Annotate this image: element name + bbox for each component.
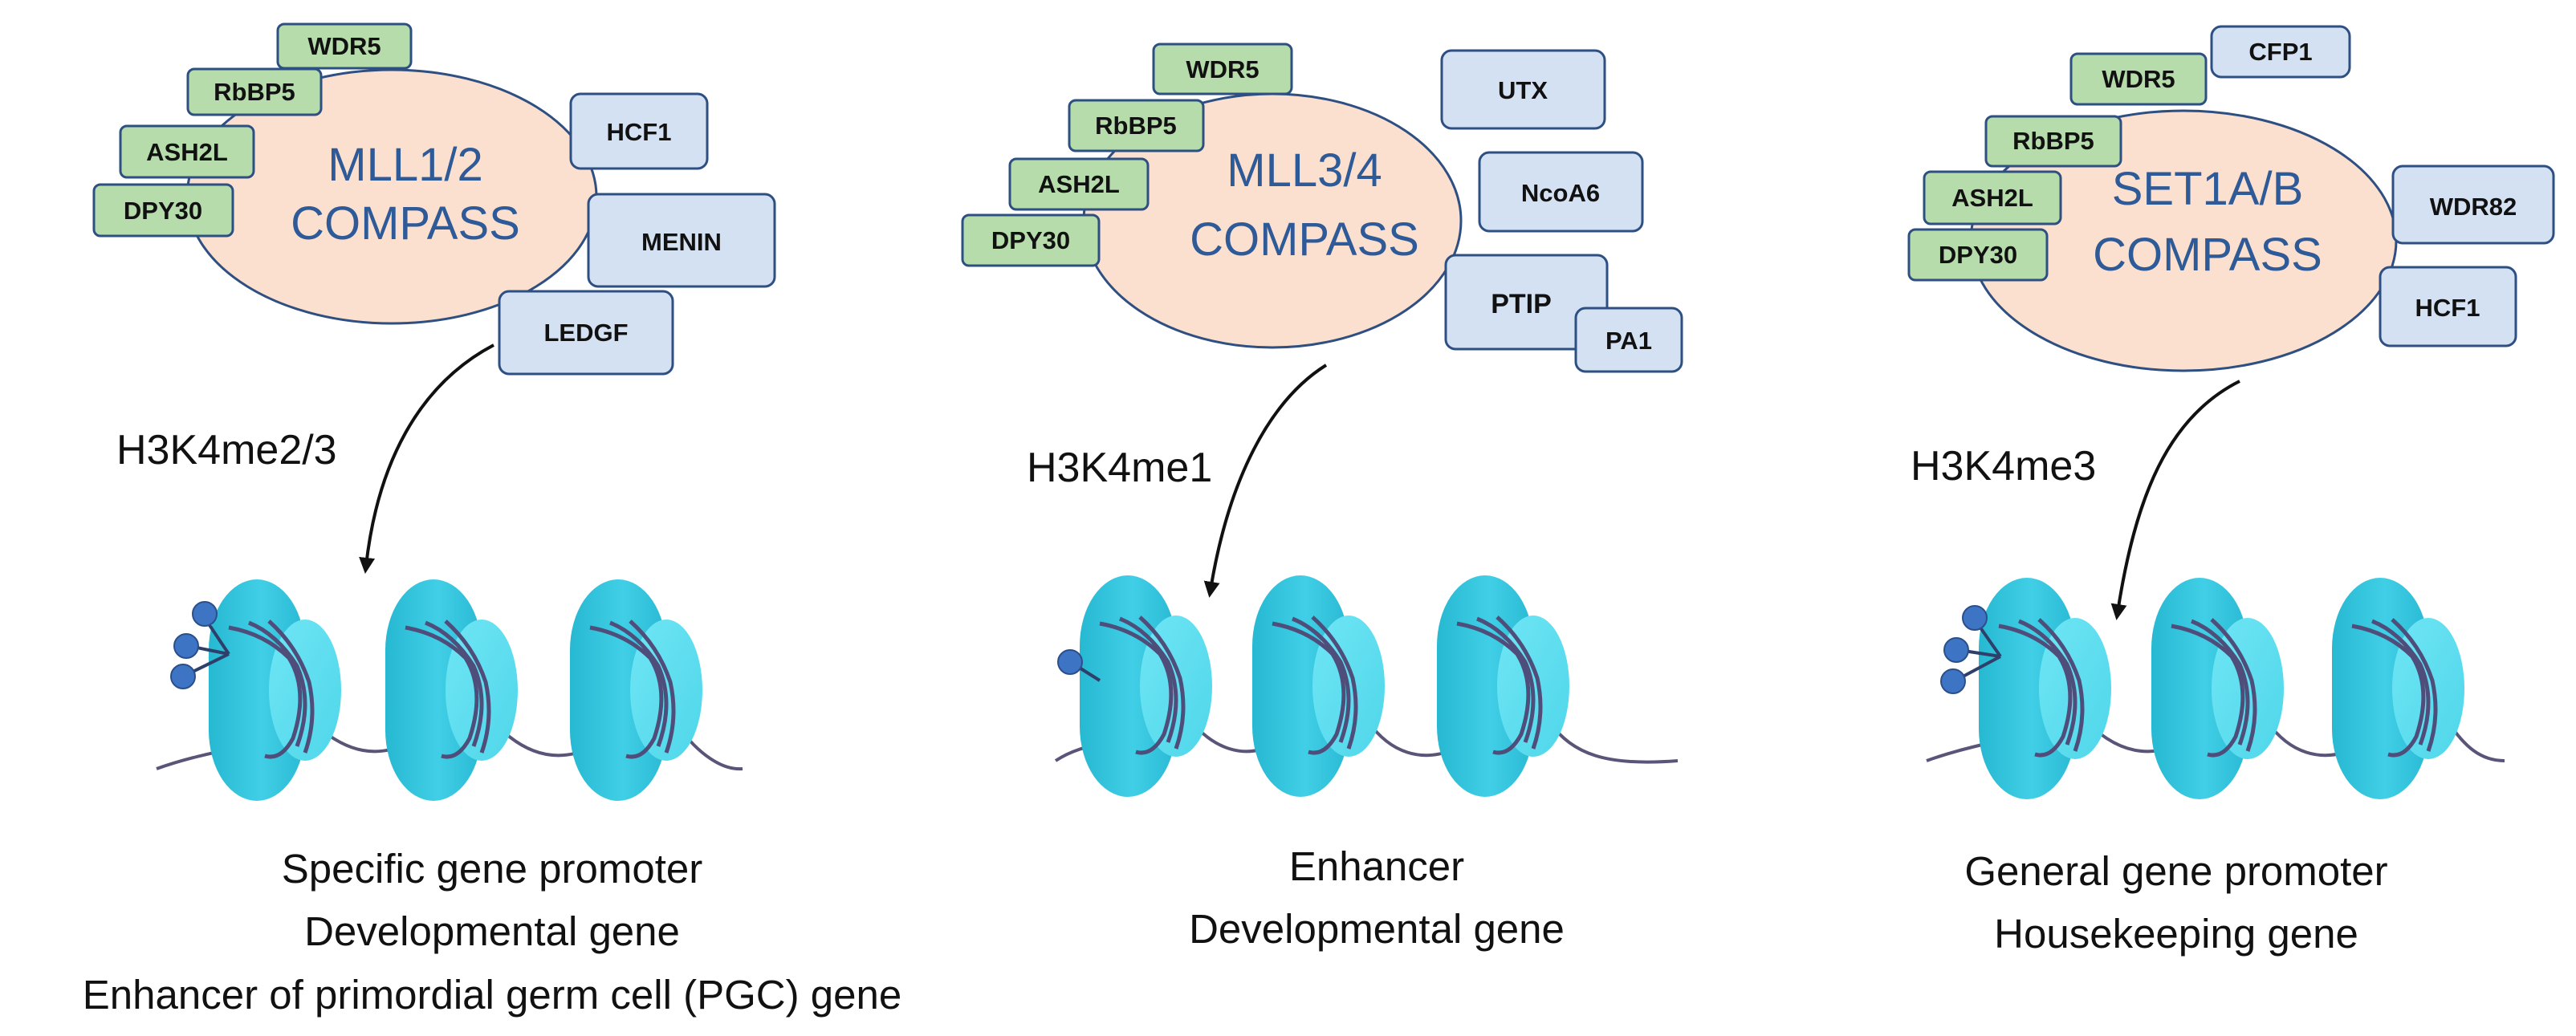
subunit-wdr5: WDR5 bbox=[2069, 52, 2208, 106]
svg-text:ASH2L: ASH2L bbox=[146, 138, 228, 166]
svg-text:DPY30: DPY30 bbox=[1939, 241, 2017, 269]
subunit-ash2l: ASH2L bbox=[1008, 157, 1150, 211]
svg-text:MENIN: MENIN bbox=[641, 228, 722, 256]
description-line: Enhancer bbox=[1289, 843, 1464, 889]
histone-mark-label: H3K4me3 bbox=[1911, 443, 2096, 490]
subunit-utx: UTX bbox=[1440, 49, 1606, 130]
nucleosome bbox=[385, 579, 518, 801]
panel-set1ab: SET1A/B COMPASS WDR5 RbBP5 ASH2L DPY30 C… bbox=[1907, 25, 2555, 957]
subunit-ledgf: LEDGF bbox=[498, 290, 674, 376]
svg-text:RbBP5: RbBP5 bbox=[1095, 112, 1177, 140]
nucleosome bbox=[1080, 575, 1212, 797]
description-line: Developmental gene bbox=[304, 908, 680, 954]
subunit-hcf1: HCF1 bbox=[569, 92, 709, 170]
histone-mark-label: H3K4me2/3 bbox=[116, 427, 337, 473]
complex-name-line2: COMPASS bbox=[2093, 229, 2322, 281]
subunit-pa1: PA1 bbox=[1574, 307, 1683, 373]
subunit-wdr82: WDR82 bbox=[2391, 165, 2555, 245]
svg-text:ASH2L: ASH2L bbox=[1038, 170, 1120, 198]
chromatin bbox=[1926, 578, 2505, 799]
histone-mark-label: H3K4me1 bbox=[1027, 445, 1212, 491]
complex-name-line1: MLL1/2 bbox=[328, 139, 482, 191]
description-line: Specific gene promoter bbox=[282, 846, 702, 892]
methyl-groups bbox=[1940, 605, 2002, 694]
description-line: Enhancer of primordial germ cell (PGC) g… bbox=[83, 972, 901, 1018]
chromatin bbox=[1054, 575, 1679, 797]
svg-text:NcoA6: NcoA6 bbox=[1521, 179, 1600, 207]
svg-text:DPY30: DPY30 bbox=[991, 226, 1070, 254]
subunit-menin: MENIN bbox=[587, 193, 776, 288]
svg-text:DPY30: DPY30 bbox=[124, 197, 202, 225]
complex-name-line2: COMPASS bbox=[291, 197, 520, 250]
svg-text:RbBP5: RbBP5 bbox=[2012, 127, 2094, 155]
panel-mll34: MLL3/4 COMPASS WDR5 RbBP5 ASH2L DPY30 UT… bbox=[961, 43, 1683, 952]
nucleosome bbox=[1437, 575, 1569, 797]
subunit-ncoa6: NcoA6 bbox=[1478, 151, 1644, 233]
methylation-arrow bbox=[359, 343, 494, 574]
nucleosome bbox=[209, 579, 341, 801]
subunit-rbbp5: RbBP5 bbox=[186, 67, 323, 116]
subunit-ptip: PTIP bbox=[1444, 254, 1609, 351]
nucleosome bbox=[2332, 578, 2464, 799]
subunit-dpy30: DPY30 bbox=[92, 183, 234, 238]
description-line: Housekeeping gene bbox=[1994, 911, 2358, 957]
complex-name-line1: MLL3/4 bbox=[1227, 144, 1382, 197]
svg-text:UTX: UTX bbox=[1498, 76, 1548, 104]
svg-text:LEDGF: LEDGF bbox=[543, 319, 628, 347]
nucleosome bbox=[1252, 575, 1385, 797]
subunit-ash2l: ASH2L bbox=[1923, 170, 2062, 225]
svg-text:PA1: PA1 bbox=[1605, 327, 1652, 355]
chromatin bbox=[156, 579, 743, 801]
nucleosome bbox=[1979, 578, 2111, 799]
methylation-arrow bbox=[1203, 364, 1328, 598]
svg-text:CFP1: CFP1 bbox=[2248, 38, 2312, 66]
svg-text:HCF1: HCF1 bbox=[2415, 294, 2480, 322]
subunit-cfp1: CFP1 bbox=[2210, 25, 2351, 79]
svg-text:WDR5: WDR5 bbox=[307, 32, 380, 60]
nucleosome bbox=[2151, 578, 2284, 799]
subunit-rbbp5: RbBP5 bbox=[1068, 99, 1205, 152]
description-line: Developmental gene bbox=[1189, 906, 1565, 952]
svg-text:WDR5: WDR5 bbox=[1186, 55, 1259, 83]
subunit-rbbp5: RbBP5 bbox=[1984, 115, 2122, 168]
complex-name-line1: SET1A/B bbox=[2112, 163, 2304, 215]
panel-mll12: MLL1/2 COMPASS WDR5 RbBP5 ASH2L DPY30 HC… bbox=[83, 22, 901, 1018]
subunit-dpy30: DPY30 bbox=[1907, 228, 2049, 282]
svg-text:PTIP: PTIP bbox=[1491, 289, 1552, 319]
svg-text:WDR82: WDR82 bbox=[2430, 193, 2517, 221]
svg-text:ASH2L: ASH2L bbox=[1951, 184, 2033, 212]
svg-text:RbBP5: RbBP5 bbox=[214, 78, 295, 106]
methyl-groups bbox=[1057, 649, 1101, 682]
subunit-ash2l: ASH2L bbox=[119, 124, 255, 179]
subunit-wdr5: WDR5 bbox=[1152, 43, 1293, 95]
nucleosome bbox=[570, 579, 702, 801]
subunit-wdr5: WDR5 bbox=[276, 22, 413, 70]
methyl-groups bbox=[170, 601, 230, 689]
methylation-arrow bbox=[2110, 380, 2240, 620]
complex-name-line2: COMPASS bbox=[1190, 213, 1419, 266]
svg-text:WDR5: WDR5 bbox=[2102, 65, 2175, 93]
subunit-hcf1: HCF1 bbox=[2379, 266, 2517, 347]
subunit-dpy30: DPY30 bbox=[961, 213, 1101, 267]
svg-text:HCF1: HCF1 bbox=[607, 118, 672, 146]
description-line: General gene promoter bbox=[1964, 848, 2387, 894]
